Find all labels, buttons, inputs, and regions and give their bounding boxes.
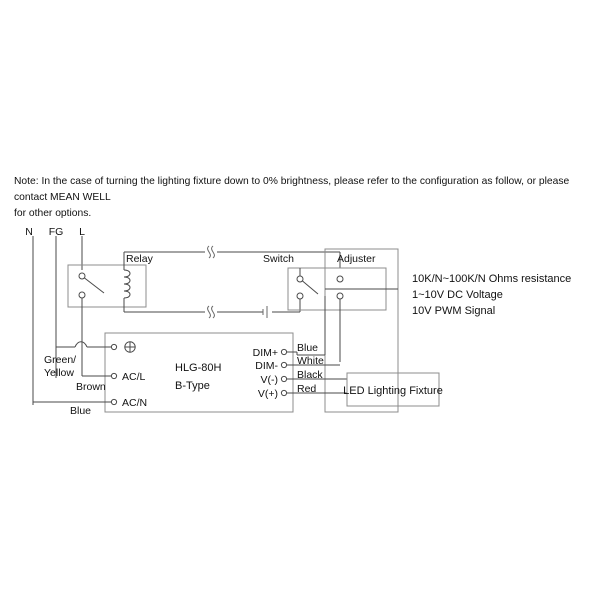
wire-label-green-yellow-line2: Yellow [44, 367, 74, 379]
driver-label-acl: AC/L [122, 371, 146, 383]
wire-crossover-arc-left [74, 341, 88, 348]
relay-box [67, 264, 147, 308]
adjuster-spec-list: 10K/N~100K/N Ohms resistance 1~10V DC Vo… [412, 273, 571, 317]
mains-label-fg: FG [49, 226, 64, 238]
driver-block[interactable]: HLG-80H B-Type AC/L AC/N DIM+ DIM- V(-) … [104, 332, 294, 413]
adjuster-block[interactable]: Adjuster [297, 248, 399, 413]
driver-box [104, 332, 294, 413]
break-symbol-bottom-a [207, 305, 211, 319]
relay-block[interactable]: Relay [67, 253, 154, 308]
wire-label-white: White [297, 355, 324, 367]
driver-label-dim-minus: DIM- [255, 360, 278, 372]
led-fixture-box [346, 372, 440, 407]
spec-voltage: 1~10V DC Voltage [412, 289, 503, 301]
switch-label: Switch [263, 253, 294, 265]
ground-symbol-cross [125, 342, 135, 352]
wire-label-blue-output: Blue [297, 342, 318, 354]
mains-lines [32, 236, 83, 405]
wire-label-black: Black [297, 369, 323, 381]
spec-resistance: 10K/N~100K/N Ohms resistance [412, 273, 571, 285]
input-wiring: Green/ Yellow Brown Blue [32, 341, 111, 417]
relay-contact-arm [84, 277, 105, 294]
break-symbol-top-b [211, 245, 215, 259]
driver-terminal-ground [110, 343, 118, 351]
wire-label-green-yellow-line1: Green/ [44, 354, 76, 366]
driver-label-acn: AC/N [122, 397, 147, 409]
relay-coil [123, 269, 131, 299]
output-wiring: Blue White Black Red [287, 342, 347, 395]
switch-contact-arm [302, 280, 319, 295]
driver-terminal-acl [110, 372, 118, 380]
led-fixture-block[interactable]: LED Lighting Fixture [343, 372, 443, 407]
switch-contact-upper [296, 275, 304, 283]
driver-terminal-dim-plus [280, 348, 288, 356]
driver-terminal-acn [110, 398, 118, 406]
wire-label-brown: Brown [76, 381, 106, 393]
note-text: Note: In the case of turning the lightin… [14, 176, 570, 219]
ground-symbol-circle [124, 341, 136, 353]
driver-terminal-v-minus [280, 375, 288, 383]
led-fixture-label: LED Lighting Fixture [343, 385, 443, 397]
driver-label-v-plus: V(+) [258, 388, 278, 400]
wire-label-blue-input: Blue [70, 405, 91, 417]
wire-label-red: Red [297, 383, 316, 395]
relay-label: Relay [126, 253, 154, 265]
relay-contact-lower [78, 291, 86, 299]
break-symbol-top-a [207, 245, 211, 259]
driver-model-label: HLG-80H [175, 362, 222, 374]
mains-label-l: L [79, 226, 85, 238]
relay-coil-circuit [123, 245, 341, 319]
mains-terminal-labels: N FG L [25, 226, 85, 238]
adjuster-terminal-upper [336, 275, 344, 283]
break-symbol-bottom-b [211, 305, 215, 319]
driver-terminal-v-plus [280, 389, 288, 397]
mains-label-n: N [25, 226, 33, 238]
driver-terminal-dim-minus [280, 361, 288, 369]
adjuster-terminal-lower [336, 292, 344, 300]
spec-pwm: 10V PWM Signal [412, 305, 495, 317]
adjuster-label: Adjuster [337, 253, 376, 265]
driver-type-label: B-Type [175, 380, 210, 392]
driver-label-dim-plus: DIM+ [253, 347, 278, 359]
relay-contact-upper [78, 272, 86, 280]
driver-label-v-minus: V(-) [261, 374, 279, 386]
switch-contact-lower [296, 292, 304, 300]
